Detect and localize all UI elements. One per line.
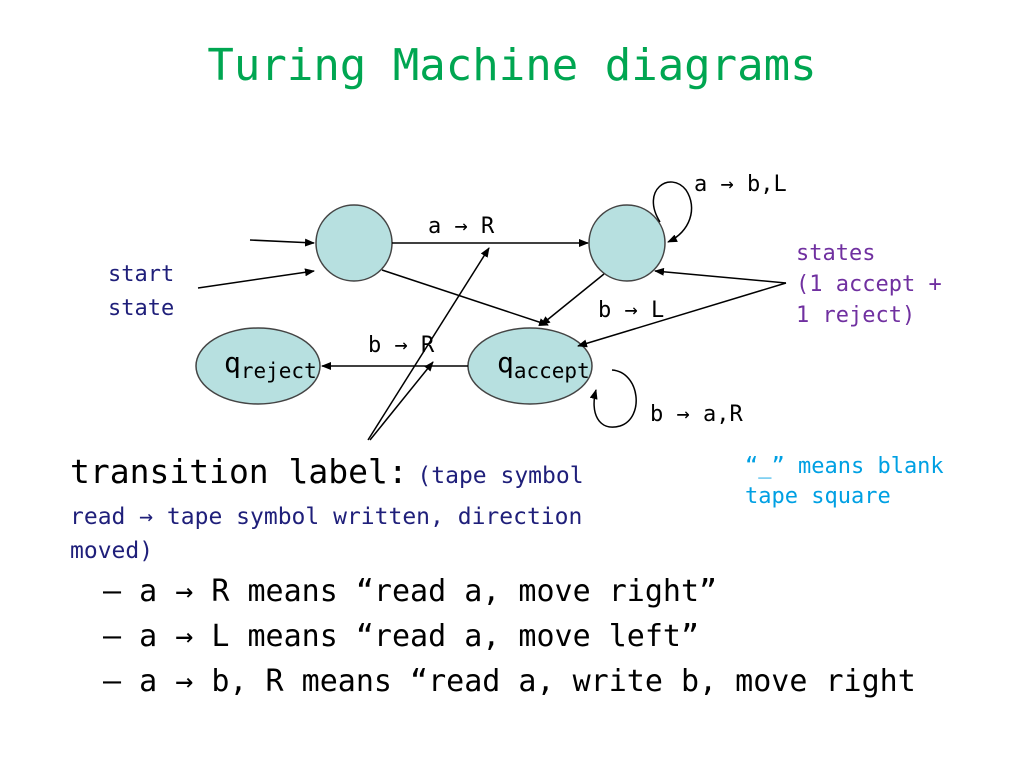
start-arrow bbox=[249, 238, 315, 247]
pointer-to-top-label bbox=[367, 247, 490, 441]
state-reject-label: qreject bbox=[224, 346, 317, 383]
transition-desc-line2: read → tape symbol written, direction bbox=[70, 504, 583, 530]
start-note-line: state bbox=[108, 296, 175, 321]
bullet-read-move-left: – a → L means “read a, move left” bbox=[103, 619, 700, 654]
state-accept-label: qaccept bbox=[497, 346, 590, 383]
edge-self-loop-accept bbox=[589, 369, 637, 428]
bullet-read-write-move-right: – a → b, R means “read a, write b, move … bbox=[103, 664, 916, 699]
label-b-to-L: b → L bbox=[598, 298, 665, 323]
transition-label-heading: transition label: bbox=[70, 452, 408, 491]
start-note-line: start bbox=[108, 262, 175, 287]
pointer-to-state-right bbox=[654, 267, 787, 284]
start-state-note: start state bbox=[108, 258, 174, 326]
state-right bbox=[588, 204, 666, 282]
transition-label-explanation: transition label: (tape symbol read → ta… bbox=[70, 450, 670, 568]
label-a-to-b-L: a → b,L bbox=[694, 172, 787, 197]
state-reject bbox=[195, 327, 321, 405]
states-note-line: (1 accept + bbox=[796, 272, 942, 297]
blank-symbol-note: “_” means blank tape square bbox=[745, 452, 944, 512]
state-start bbox=[315, 204, 393, 282]
slide-title: Turing Machine diagrams bbox=[207, 40, 817, 91]
edge-start-to-accept bbox=[381, 269, 549, 326]
label-b-to-a-R: b → a,R bbox=[650, 402, 743, 427]
transition-desc-part1: (tape symbol bbox=[417, 463, 584, 489]
states-note: states (1 accept + 1 reject) bbox=[796, 238, 942, 331]
label-a-to-R: a → R bbox=[428, 214, 495, 239]
bullet-read-move-right: – a → R means “read a, move right” bbox=[103, 574, 718, 609]
start-pointer bbox=[197, 268, 315, 289]
pointer-to-bottom-label bbox=[369, 361, 434, 441]
edge-right-to-accept bbox=[540, 273, 605, 326]
edge-self-loop-right bbox=[652, 181, 693, 243]
states-note-line: 1 reject) bbox=[796, 303, 916, 328]
states-note-line: states bbox=[796, 241, 876, 266]
blank-note-line: “_” means blank bbox=[745, 454, 944, 479]
blank-note-line: tape square bbox=[745, 484, 891, 509]
transition-desc-line3: moved) bbox=[70, 538, 154, 564]
pointer-to-state-accept bbox=[577, 282, 787, 348]
label-b-to-R: b → R bbox=[368, 333, 435, 358]
